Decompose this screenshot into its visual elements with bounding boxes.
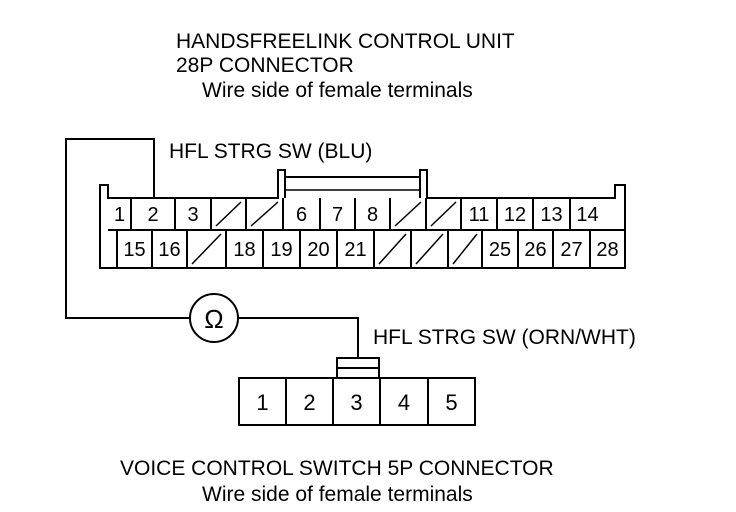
pin-26: 26 xyxy=(524,239,546,261)
switch-wire-side-note: Wire side of female terminals xyxy=(202,483,473,506)
pin-20: 20 xyxy=(307,239,329,261)
pin-3: 3 xyxy=(187,204,198,226)
connector-28p xyxy=(99,169,626,269)
pin-2: 2 xyxy=(147,204,158,226)
pin-11: 11 xyxy=(469,204,490,226)
pin-18: 18 xyxy=(233,239,255,261)
pin-25: 25 xyxy=(489,239,511,261)
pin-13: 13 xyxy=(540,204,562,226)
pin-1: 1 xyxy=(114,204,125,226)
pin-28: 28 xyxy=(596,239,618,261)
unused-cavity-mark xyxy=(250,201,279,227)
connector-title: 28P CONNECTOR xyxy=(176,54,354,77)
switch-pin-2: 2 xyxy=(303,390,315,415)
wire-side-note: Wire side of female terminals xyxy=(202,79,473,102)
wire-label-orn-wht: HFL STRG SW (ORN/WHT) xyxy=(373,326,636,349)
pin-14: 14 xyxy=(576,204,598,226)
unused-cavity-mark xyxy=(430,201,457,227)
pin-19: 19 xyxy=(270,239,292,261)
ohm-symbol: Ω xyxy=(204,304,223,334)
pin-7: 7 xyxy=(332,204,343,226)
switch-pin-4: 4 xyxy=(398,390,410,415)
pin-21: 21 xyxy=(344,239,366,261)
connector-5p xyxy=(238,357,476,426)
unused-cavity-mark xyxy=(215,201,242,227)
unused-cavity-mark xyxy=(394,201,422,227)
pin-27: 27 xyxy=(560,239,582,261)
switch-pin-1: 1 xyxy=(256,390,268,415)
unused-cavity-mark xyxy=(191,233,222,265)
switch-title: VOICE CONTROL SWITCH 5P CONNECTOR xyxy=(120,457,554,480)
unused-cavity-mark xyxy=(378,233,407,265)
switch-pin-5: 5 xyxy=(445,390,457,415)
unused-cavity-mark xyxy=(415,233,444,265)
pin-16: 16 xyxy=(158,239,180,261)
pin-12: 12 xyxy=(504,204,526,226)
switch-pin-3: 3 xyxy=(350,390,362,415)
unit-title: HANDSFREELINK CONTROL UNIT xyxy=(176,30,515,53)
ohmmeter-icon: Ω xyxy=(189,293,239,343)
pin-8: 8 xyxy=(367,204,378,226)
pin-row-5p: 1 2 3 4 5 xyxy=(256,390,457,415)
pin-15: 15 xyxy=(123,239,145,261)
test-wires xyxy=(65,138,359,358)
unused-cavity-mark xyxy=(452,233,478,265)
wire-label-blu: HFL STRG SW (BLU) xyxy=(169,140,372,163)
pin-6: 6 xyxy=(296,204,307,226)
